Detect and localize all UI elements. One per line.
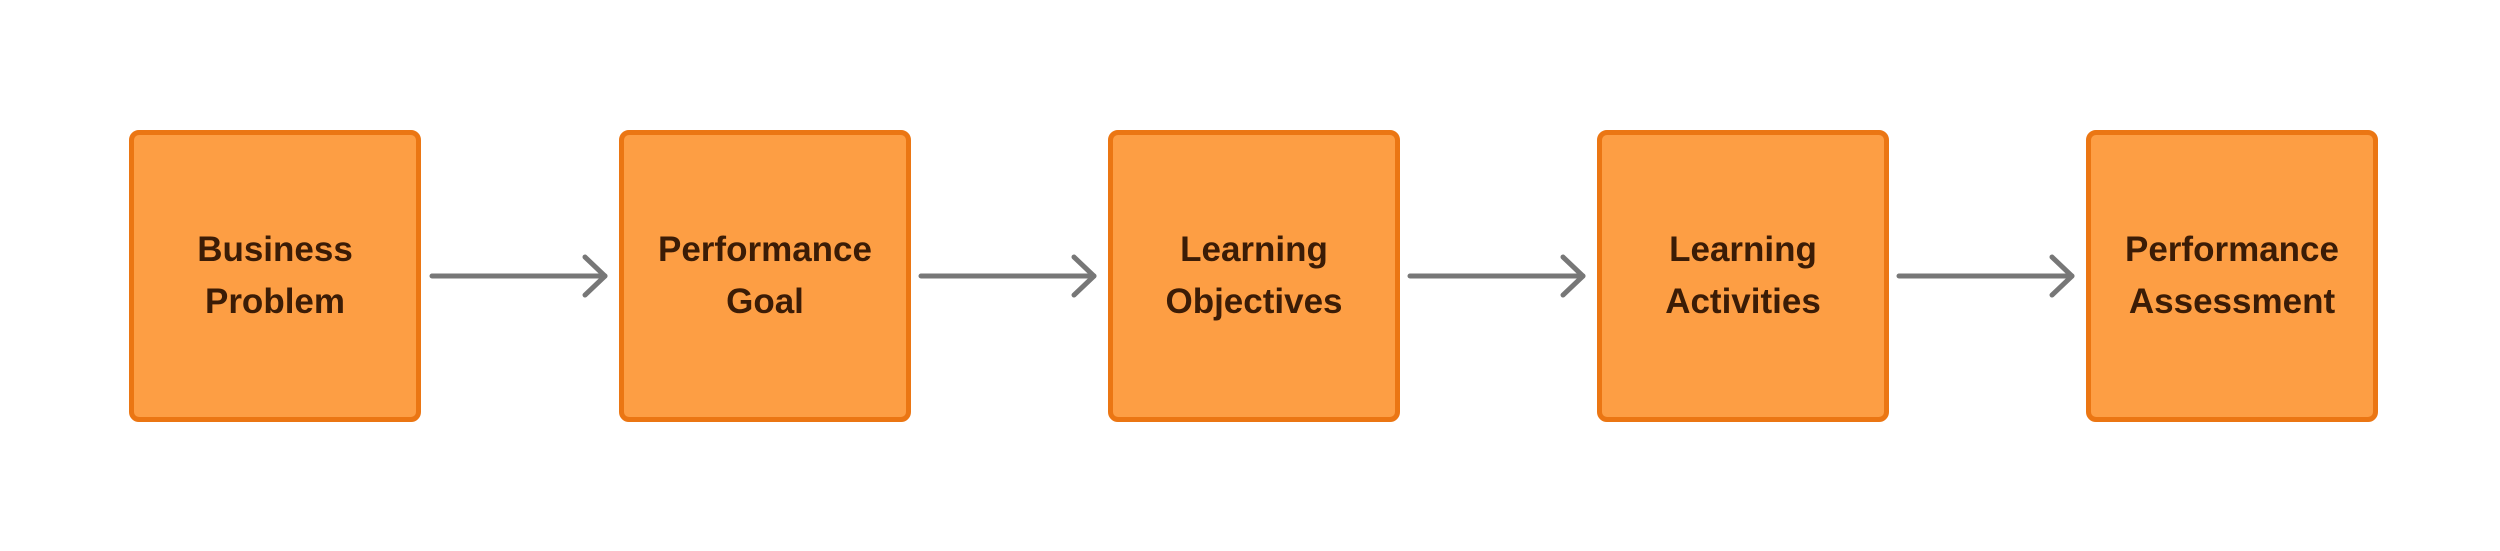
arrow-business-problem-to-performance-goal [429, 254, 608, 298]
node-learning-objectives: Learning Objectives [1108, 130, 1400, 422]
node-label: Business Problem [197, 230, 353, 321]
node-label: Performance Goal [658, 230, 872, 321]
node-label: Learning Activities [1665, 230, 1821, 321]
arrow-learning-objectives-to-learning-activities [1407, 254, 1586, 298]
arrow-performance-goal-to-learning-objectives [918, 254, 1097, 298]
node-label: Learning Objectives [1165, 230, 1343, 321]
node-business-problem: Business Problem [129, 130, 421, 422]
node-performance-goal: Performance Goal [619, 130, 911, 422]
arrow-learning-activities-to-performance-assessment [1896, 254, 2075, 298]
node-learning-activities: Learning Activities [1597, 130, 1889, 422]
node-label: Performance Assessment [2125, 230, 2339, 321]
node-performance-assessment: Performance Assessment [2086, 130, 2378, 422]
